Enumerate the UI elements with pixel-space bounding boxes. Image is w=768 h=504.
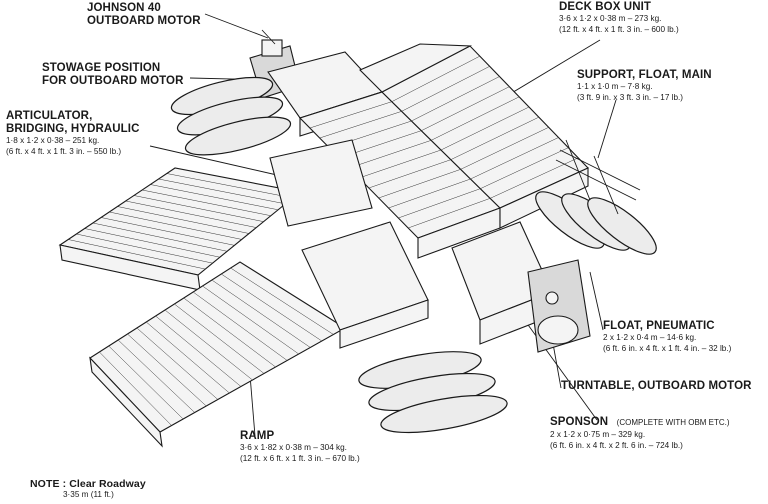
- panel-rib: [92, 222, 228, 252]
- turntable-title: TURNTABLE, OUTBOARD MOTOR: [561, 380, 752, 392]
- panel-rib: [378, 169, 461, 199]
- stowage-position-label: STOWAGE POSITION FOR OUTBOARD MOTOR: [42, 62, 184, 88]
- float-pneumatic-label: FLOAT, PNEUMATIC 2 x 1·2 x 0·4 m – 14·6 …: [603, 320, 731, 355]
- floats-top-left: [170, 76, 292, 156]
- support-float-title: SUPPORT, FLOAT, MAIN: [577, 69, 712, 81]
- articulator-blocks: [269, 139, 429, 349]
- floats-bottom: [358, 351, 508, 434]
- deck-box-title: DECK BOX UNIT: [559, 1, 652, 13]
- panel-rib: [408, 198, 491, 229]
- panel-rib: [211, 279, 311, 348]
- stowage-line2: FOR OUTBOARD MOTOR: [42, 75, 184, 88]
- ramp-label: RAMP 3·6 x 1·82 x 0·38 m – 304 kg. (12 f…: [240, 430, 360, 465]
- panel-rib: [127, 333, 207, 407]
- panel-rib: [309, 101, 392, 129]
- sponson-unit: [451, 221, 591, 353]
- sponson-note: (COMPLETE WITH OBM ETC.): [616, 418, 730, 427]
- turntable-label: TURNTABLE, OUTBOARD MOTOR: [561, 380, 752, 393]
- articulator-spec-imperial: (6 ft. x 4 ft. x 1 ft. 3 in. – 550 lb.): [6, 147, 122, 157]
- panel-rib: [117, 339, 195, 413]
- deck-box-spec-imperial: (12 ft. x 4 ft. x 1 ft. 3 in. – 600 lb.): [559, 24, 679, 34]
- johnson-motor-subtitle: OUTBOARD MOTOR: [87, 15, 201, 28]
- note-label: NOTE : Clear Roadway 3·35 m (11 ft.): [30, 478, 146, 501]
- support-float-label: SUPPORT, FLOAT, MAIN 1·1 x 1·0 m – 7·8 k…: [577, 69, 712, 104]
- ramp-lower: [89, 261, 347, 448]
- stowage-line1: STOWAGE POSITION: [42, 62, 161, 74]
- panel-rib: [174, 303, 265, 374]
- support-float-spec-imperial: (3 ft. 9 in. x 3 ft. 3 in. – 17 lb.): [577, 92, 684, 102]
- panel-rib: [411, 76, 500, 122]
- panel-rib: [460, 127, 549, 170]
- panel-rib: [125, 200, 257, 228]
- panel-rib: [398, 188, 481, 219]
- panel-rib: [388, 178, 471, 209]
- panel-rib: [108, 345, 184, 420]
- johnson-motor-title: JOHNSON 40: [87, 2, 161, 14]
- articulator-title: ARTICULATOR,: [6, 110, 93, 122]
- panel-rib: [84, 228, 220, 258]
- panel-rib: [391, 55, 480, 102]
- sponson-spec-imperial: (6 ft. 6 in. x 4 ft. x 2 ft. 6 in. – 724…: [550, 441, 683, 451]
- panel-rib: [142, 189, 271, 216]
- panel-rib: [68, 239, 206, 270]
- float-support-frame: [555, 139, 641, 215]
- panel-rib: [490, 157, 579, 199]
- deck-box-spec-metric: 3·6 x 1·2 x 0·38 m – 273 kg.: [559, 14, 662, 24]
- panel-rib: [358, 149, 442, 179]
- panel-rib: [431, 96, 520, 141]
- panel-rib: [480, 147, 569, 189]
- support-float-spec-metric: 1·1 x 1·0 m – 7·8 kg.: [577, 82, 653, 92]
- panel-rib: [230, 267, 334, 335]
- deck-box-label: DECK BOX UNIT 3·6 x 1·2 x 0·38 m – 273 k…: [559, 1, 679, 36]
- float-pneumatic-spec-imperial: (6 ft. 6 in. x 4 ft. x 1 ft. 4 in. – 32 …: [603, 343, 732, 353]
- panel-rib: [450, 116, 539, 160]
- float-pneumatic-spec-metric: 2 x 1·2 x 0·4 m – 14·6 kg.: [603, 333, 697, 343]
- panel-rib: [76, 233, 213, 264]
- ramp-spec-imperial: (12 ft. x 6 ft. x 1 ft. 3 in. – 670 lb.): [240, 453, 360, 463]
- panel-rib: [166, 173, 293, 199]
- panel-rib: [101, 217, 235, 246]
- panel-rib: [470, 137, 559, 180]
- panel-rib: [440, 106, 530, 151]
- panel-rib: [133, 195, 264, 222]
- sponson-title: SPONSON: [550, 416, 609, 428]
- note-spec: 3·35 m (11 ft.): [63, 490, 114, 500]
- panel-rib: [150, 184, 279, 211]
- panel-rib: [183, 297, 276, 368]
- panel-rib: [221, 273, 323, 342]
- panel-rib: [117, 206, 250, 234]
- note-title: NOTE : Clear Roadway: [30, 478, 146, 490]
- johnson-motor-label: JOHNSON 40 OUTBOARD MOTOR: [87, 2, 201, 28]
- panel-rib: [164, 309, 253, 381]
- ramp-lower-ribs: [99, 267, 334, 426]
- panel-rib: [192, 291, 288, 361]
- articulator-label: ARTICULATOR, BRIDGING, HYDRAULIC 1·8 x 1…: [6, 110, 140, 158]
- panel-rib: [401, 66, 490, 112]
- panel-rib: [109, 211, 242, 240]
- sponson-spec-metric: 2 x 1·2 x 0·75 m – 329 kg.: [550, 430, 646, 440]
- panel-rib: [349, 140, 432, 169]
- sponson-label: SPONSON (COMPLETE WITH OBM ETC.) 2 x 1·2…: [550, 412, 730, 452]
- deck-box-ribs: [309, 55, 579, 229]
- panel-rib: [146, 321, 230, 394]
- ramp-title: RAMP: [240, 430, 275, 442]
- ramp-spec-metric: 3·6 x 1·82 x 0·38 m – 304 kg.: [240, 443, 347, 453]
- float-pneumatic-title: FLOAT, PNEUMATIC: [603, 320, 715, 332]
- panel-rib: [368, 159, 451, 189]
- panel-rib: [319, 111, 402, 139]
- panel-rib: [155, 315, 242, 387]
- panel-rib: [421, 86, 510, 131]
- floats-right: [535, 191, 657, 255]
- panel-rib: [99, 351, 172, 426]
- articulator-subtitle: BRIDGING, HYDRAULIC: [6, 123, 140, 136]
- ramp-upper: [58, 167, 302, 291]
- articulator-spec-metric: 1·8 x 1·2 x 0·38 – 251 kg.: [6, 136, 100, 146]
- panel-rib: [136, 327, 218, 400]
- panel-rib: [158, 178, 286, 205]
- ramp-upper-ribs: [68, 173, 293, 270]
- panel-rib: [202, 285, 299, 355]
